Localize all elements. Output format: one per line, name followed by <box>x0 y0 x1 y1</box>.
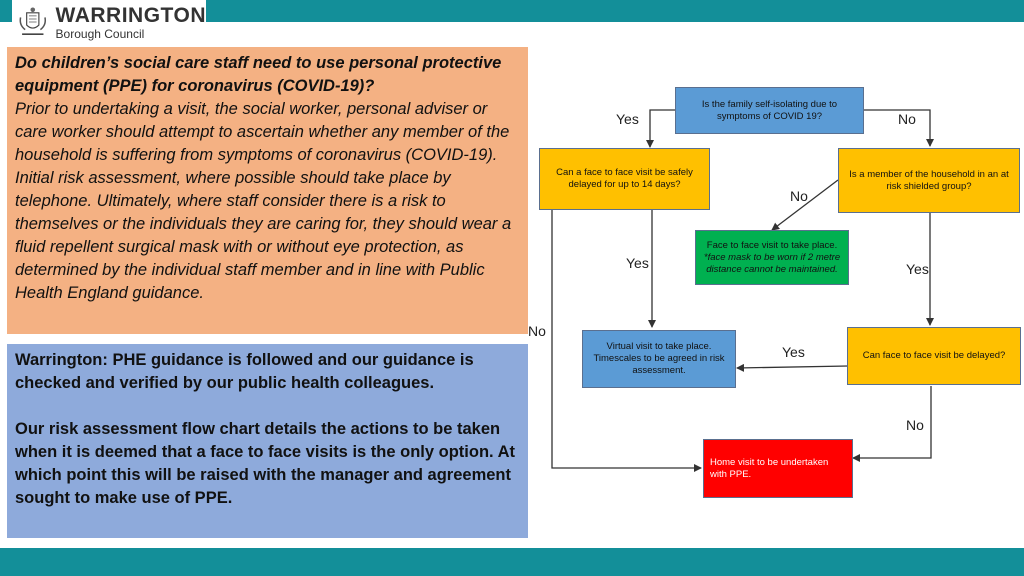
edge-shielded-no-f2f <box>771 179 839 231</box>
edge-candelay-no-home <box>852 386 932 462</box>
top-band <box>0 0 1024 22</box>
node-delay-14-days: Can a face to face visit be safely delay… <box>539 148 710 210</box>
node-virtual-visit: Virtual visit to take place. Timescales … <box>582 330 736 388</box>
label-yes-shielded: Yes <box>906 261 929 277</box>
guidance-question: Do children’s social care staff need to … <box>15 54 502 95</box>
node-self-isolating: Is the family self-isolating due to symp… <box>675 87 864 134</box>
node-face-to-face: Face to face visit to take place. *face … <box>695 230 849 285</box>
council-logo: WARRINGTON Borough Council <box>12 0 206 44</box>
warrington-para-1: Warrington: PHE guidance is followed and… <box>15 351 474 392</box>
crest-icon <box>19 7 47 35</box>
label-yes-top-left: Yes <box>616 111 639 127</box>
guidance-body: Prior to undertaking a visit, the social… <box>15 100 512 302</box>
label-no-candelay-home: No <box>906 417 924 433</box>
node-home-visit-ppe: Home visit to be undertaken with PPE. <box>703 439 853 498</box>
node-shielded-group: Is a member of the household in an at ri… <box>838 148 1020 213</box>
edge-yes-to-delay <box>646 109 675 148</box>
guidance-panel: Do children’s social care staff need to … <box>7 47 528 334</box>
label-yes-delay-virtual: Yes <box>626 255 649 271</box>
face-mask-note: *face mask to be worn if 2 metre distanc… <box>703 251 841 275</box>
bottom-band <box>0 548 1024 576</box>
warrington-para-2: Our risk assessment flow chart details t… <box>15 420 515 507</box>
label-no-left-bypass: No <box>528 323 546 339</box>
edge-delay-no-home <box>551 210 702 472</box>
label-no-shielded: No <box>790 188 808 204</box>
face-to-face-main: Face to face visit to take place. <box>706 239 838 251</box>
label-yes-candelay-virtual: Yes <box>782 344 805 360</box>
edge-no-to-shielded <box>864 109 934 147</box>
top-left-tab <box>0 0 10 22</box>
logo-title: WARRINGTON <box>55 3 206 27</box>
warrington-panel: Warrington: PHE guidance is followed and… <box>7 344 528 538</box>
edge-candelay-yes-virtual <box>736 363 849 372</box>
logo-subtitle: Borough Council <box>55 26 145 41</box>
label-no-top-right: No <box>898 111 916 127</box>
node-can-delay: Can face to face visit be delayed? <box>847 327 1021 385</box>
